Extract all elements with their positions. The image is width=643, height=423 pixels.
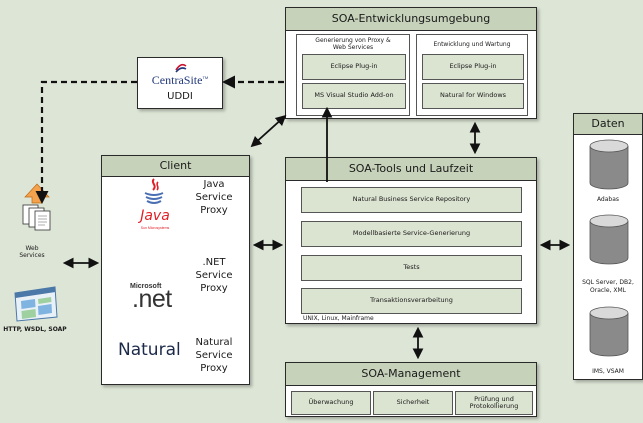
- java-service-proxy-label: Java Service Proxy: [195, 179, 233, 216]
- development-maintenance-title: Entwicklung und Wartung: [433, 41, 511, 48]
- sql-db2-oracle-xml-label: SQL Server, DB2, Oracle, XML: [582, 279, 634, 294]
- centrasite-trademark: TM: [202, 75, 209, 80]
- adabas-label: Adabas: [596, 196, 620, 203]
- centrasite-uddi-box: CentraSiteTM UDDI: [137, 57, 223, 109]
- dev-environment-title: SOA-Entwicklungsumgebung: [286, 8, 536, 31]
- database-cylinder-icon: [589, 306, 629, 357]
- auditing-logging: Prüfung und Protokollierung: [455, 391, 533, 415]
- database-cylinder-icon: [589, 214, 629, 265]
- java-coffee-cup-icon: [144, 178, 164, 204]
- browser-window-icon: [14, 286, 58, 322]
- centrasite-tools-arrow: [250, 114, 287, 148]
- client-title: Client: [102, 156, 249, 177]
- eclipse-plugin-development: Eclipse Plug-in: [422, 54, 524, 80]
- soa-management-title: SOA-Management: [286, 363, 536, 386]
- business-service-repository: Natural Business Service Repository: [301, 187, 522, 213]
- java-logo-small: Sun Microsystems: [140, 226, 170, 230]
- monitoring: Überwachung: [291, 391, 371, 415]
- proxy-generation-title: Generierung von Proxy & Web Services: [315, 37, 391, 52]
- ms-visual-studio-addon: MS Visual Studio Add-on: [302, 83, 406, 109]
- microsoft-logo-text: Microsoft: [130, 283, 162, 290]
- soa-tools-panel: SOA-Tools und Laufzeit Natural Business …: [285, 157, 537, 324]
- development-maintenance-group: Entwicklung und Wartung Eclipse Plug-in …: [416, 34, 528, 116]
- dotnet-logo-icon: .net: [132, 285, 172, 313]
- uddi-label: UDDI: [167, 91, 193, 102]
- java-logo-text: Java: [140, 208, 170, 224]
- dev-environment-panel: SOA-Entwicklungsumgebung Generierung von…: [285, 7, 537, 119]
- proxy-generation-group: Generierung von Proxy & Web Services Ecl…: [296, 34, 410, 116]
- tests: Tests: [301, 255, 522, 281]
- eclipse-plugin-generation: Eclipse Plug-in: [302, 54, 406, 80]
- centrasite-name: CentraSite: [151, 73, 203, 87]
- soa-management-panel: SOA-Management Überwachung Sicherheit Pr…: [285, 362, 537, 417]
- model-based-service-generation: Modellbasierte Service-Generierung: [301, 221, 522, 247]
- web-services-documents-icon: [22, 183, 51, 231]
- transaction-processing: Transaktionsverarbeitung: [301, 288, 522, 314]
- data-panel: Daten Adabas SQL Server, DB2, Oracle, XM…: [573, 113, 643, 380]
- dotnet-service-proxy-label: .NET Service Proxy: [195, 257, 233, 294]
- centrasite-logo-text: CentraSiteTM: [138, 73, 222, 88]
- natural-service-proxy-label: Natural Service Proxy: [195, 337, 233, 374]
- database-cylinder-icon: [589, 139, 629, 190]
- natural-logo-text: Natural: [118, 340, 181, 360]
- platform-label: UNIX, Linux, Mainframe: [303, 315, 374, 322]
- web-services-label: Web Services: [19, 245, 45, 260]
- centrasite-logo-icon: [175, 63, 187, 73]
- data-title: Daten: [574, 114, 642, 135]
- client-panel: Client Java Sun Microsystems Java Servic…: [101, 155, 250, 385]
- ims-vsam-label: IMS, VSAM: [592, 368, 624, 375]
- security: Sicherheit: [373, 391, 453, 415]
- natural-for-windows: Natural for Windows: [422, 83, 524, 109]
- http-wsdl-soap-label: HTTP, WSDL, SOAP: [3, 326, 67, 333]
- soa-tools-title: SOA-Tools und Laufzeit: [286, 158, 536, 181]
